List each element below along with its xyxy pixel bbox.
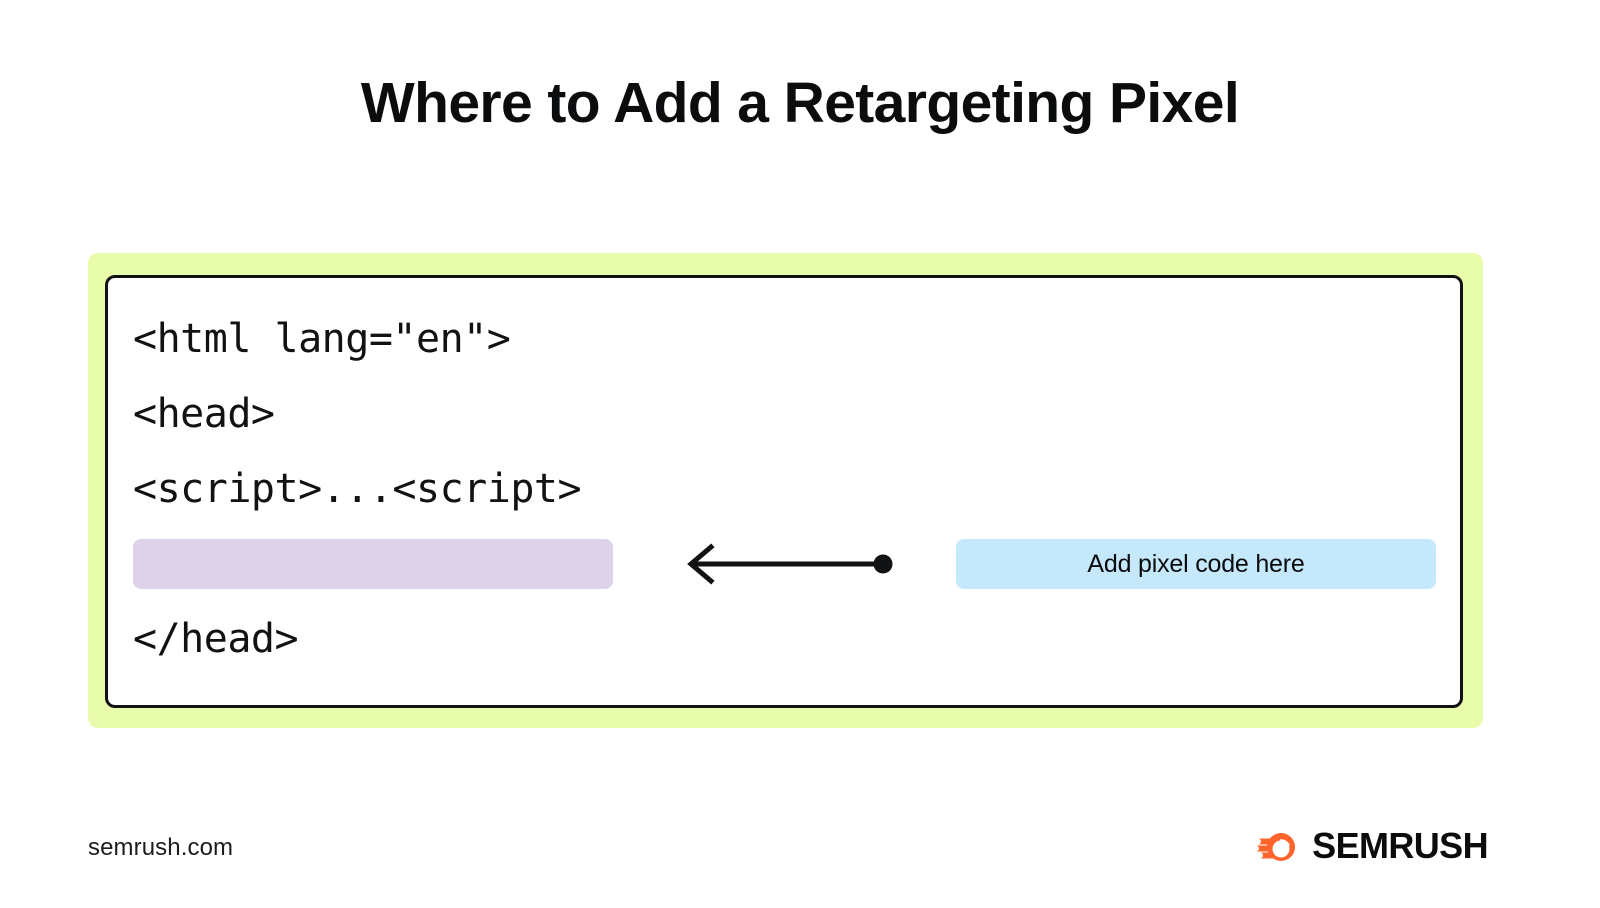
semrush-comet-icon [1252,833,1296,861]
semrush-logo: SEMRUSH [1252,825,1489,866]
footer: semrush.com SEMRUSH [0,820,1600,880]
arrow-left-icon [687,543,893,585]
code-lines: <html lang="en"> <head> <script>...<scri… [133,302,1436,677]
pixel-insert-row: Add pixel code here [133,527,1436,602]
page-title: Where to Add a Retargeting Pixel [360,71,1240,135]
code-line-script: <script>...<script> [133,466,582,512]
semrush-wordmark: SEMRUSH [1312,825,1488,866]
code-line-head-open: <head> [133,391,275,437]
callout-arrow [683,539,898,589]
code-line-html-open: <html lang="en"> [133,316,511,362]
code-line-head-close: </head> [133,616,299,662]
callout-box: Add pixel code here [956,539,1436,589]
code-example-frame: <html lang="en"> <head> <script>...<scri… [88,253,1483,728]
code-card: <html lang="en"> <head> <script>...<scri… [105,275,1463,708]
footer-source-url: semrush.com [88,834,234,861]
pixel-code-placeholder-bar [133,539,613,589]
callout-label: Add pixel code here [1087,549,1305,578]
